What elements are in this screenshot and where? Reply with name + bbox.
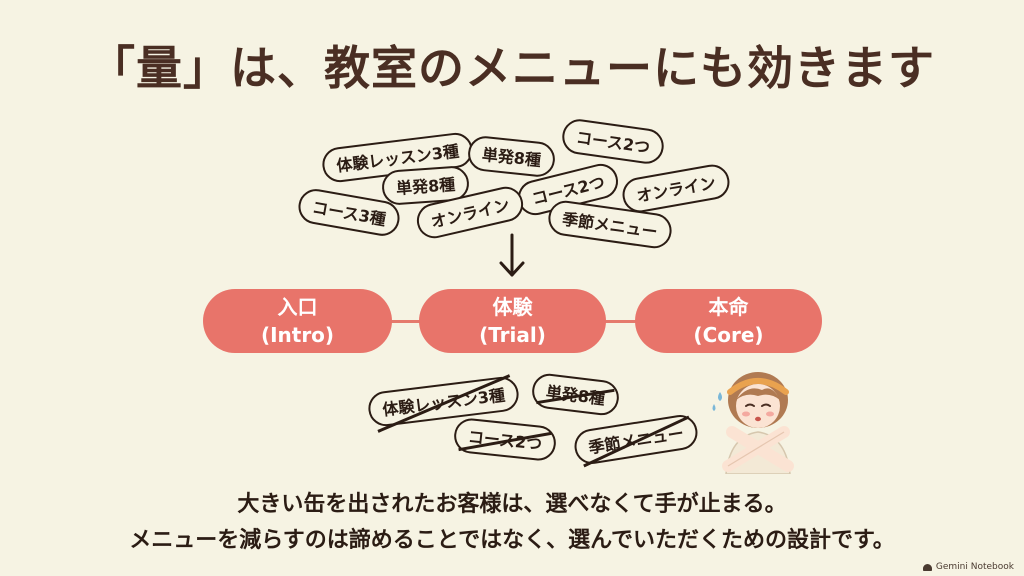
watermark-text: Gemini Notebook xyxy=(935,562,1014,572)
stage-sub: (Trial) xyxy=(479,323,546,347)
struck-menu-tag: コース2つ xyxy=(452,416,558,463)
stage-name: 入口 xyxy=(277,295,318,319)
stage-name: 体験 xyxy=(492,295,533,319)
notebook-logo-icon xyxy=(922,563,932,571)
watermark: Gemini Notebook xyxy=(922,562,1014,572)
arrow-down-icon xyxy=(499,233,525,277)
struck-menu-tag: 体験レッスン3種 xyxy=(366,374,521,429)
stage-core: 本命 (Core) xyxy=(635,289,822,353)
struck-menu-tag: 季節メニュー xyxy=(572,412,700,467)
caption-line-2: メニューを減らすのは諦めることではなく、選んでいただくための設計です。 xyxy=(129,528,895,553)
person-crossed-arms-illustration xyxy=(712,372,794,474)
stage-intro: 入口 (Intro) xyxy=(203,289,392,353)
page-title: 「量」は、教室のメニューにも効きます xyxy=(89,41,935,95)
menu-tag: 単発8種 xyxy=(466,134,557,179)
menu-tag: コース2つ xyxy=(560,117,667,166)
stage-trial: 体験 (Trial) xyxy=(419,289,606,353)
caption-line-1: 大きい缶を出されたお客様は、選べなくて手が止まる。 xyxy=(237,492,787,517)
stage-connector xyxy=(380,320,430,323)
menu-tag: オンライン xyxy=(619,161,733,216)
stage-name: 本命 xyxy=(708,295,749,319)
stage-sub: (Intro) xyxy=(260,323,335,347)
stage-sub: (Core) xyxy=(693,323,764,347)
stage-connector xyxy=(598,320,648,323)
struck-menu-tag: 単発8種 xyxy=(530,371,621,418)
